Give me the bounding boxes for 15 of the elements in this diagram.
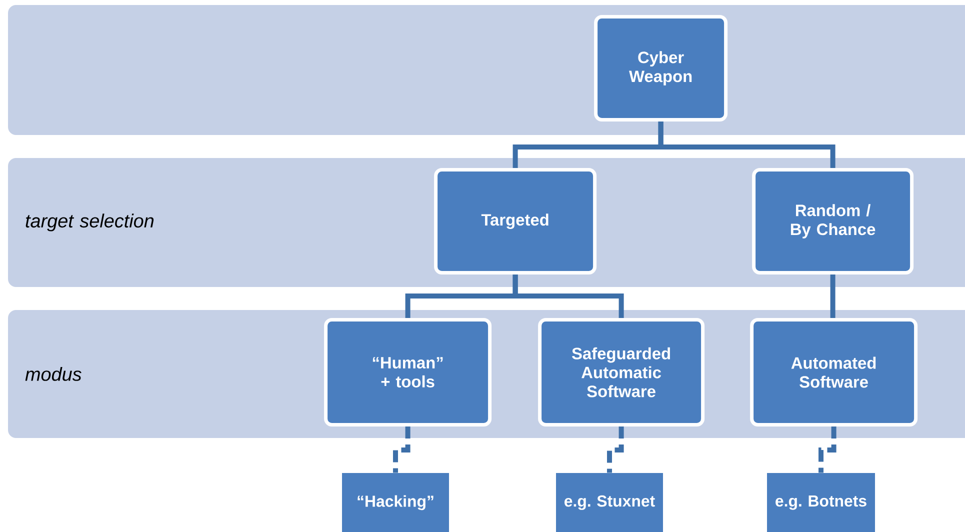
connector-line <box>658 122 836 168</box>
category-box: Safeguarded Automatic Software <box>538 318 705 427</box>
category-box: Cyber Weapon <box>594 15 728 122</box>
connector-line <box>512 274 624 318</box>
connector-line <box>818 426 836 473</box>
connector-line <box>393 426 410 473</box>
example-box: “Hacking” <box>342 472 449 532</box>
category-box: Automated Software <box>750 318 918 427</box>
category-box: Targeted <box>434 168 597 275</box>
category-box: “Human” + tools <box>324 318 492 427</box>
example-box: e.g. Stuxnet <box>556 472 663 532</box>
connector-line <box>607 426 624 473</box>
connector-line <box>830 274 836 318</box>
example-box: e.g. Botnets <box>767 472 875 532</box>
category-box: Random / By Chance <box>752 168 914 275</box>
